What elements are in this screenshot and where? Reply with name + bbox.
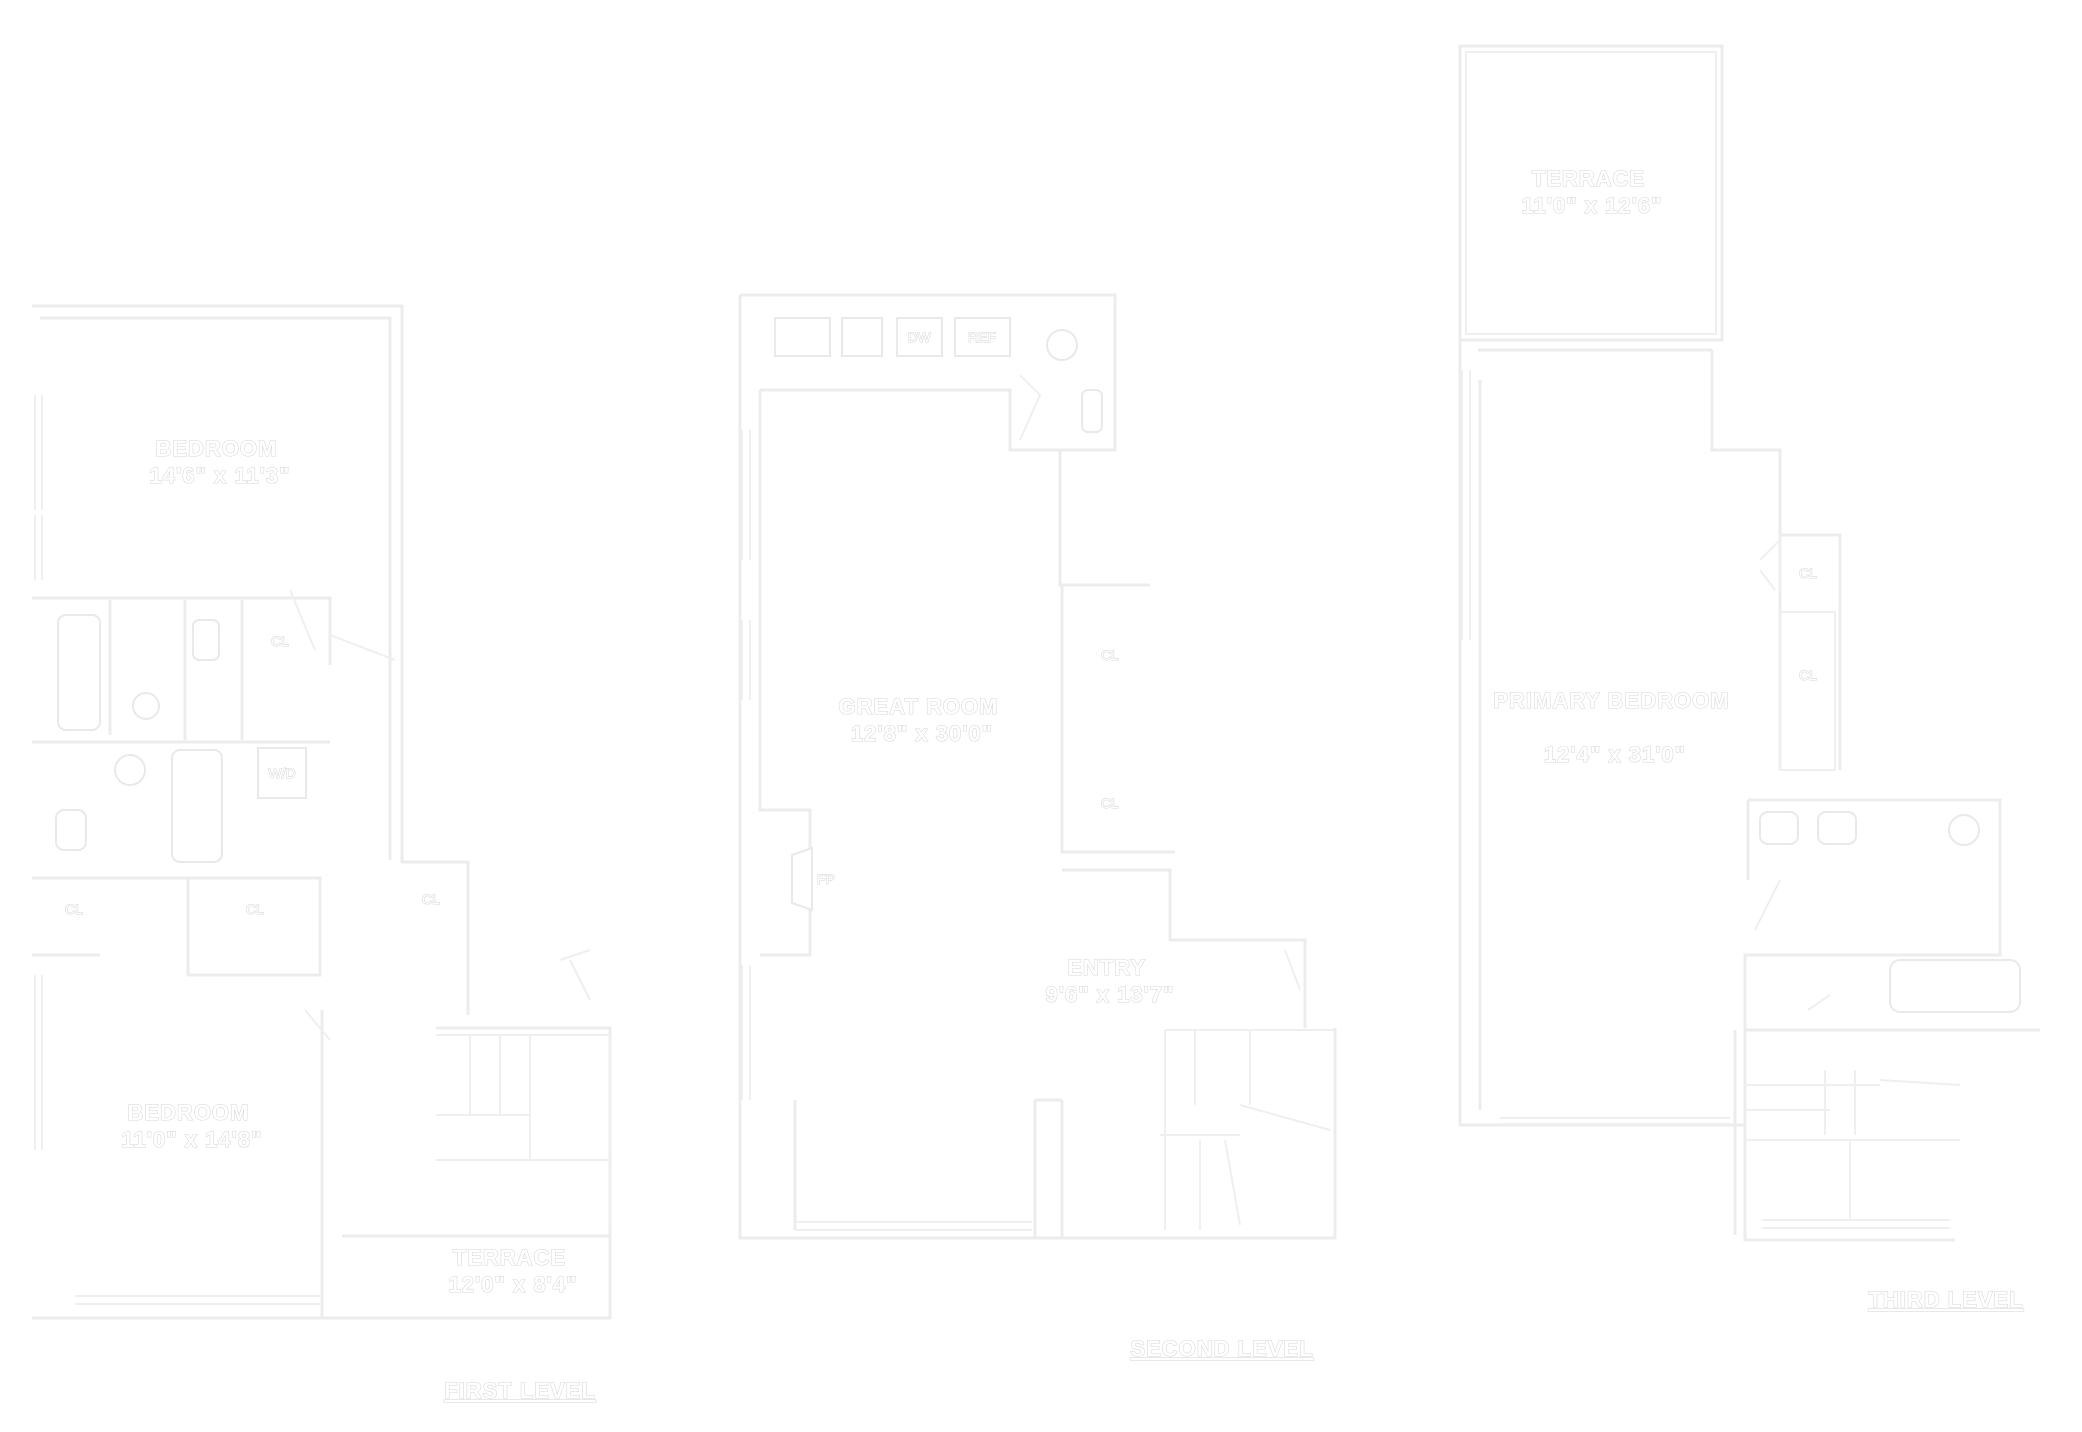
entry-dims: 9'6" x 13'7" (1046, 982, 1175, 1007)
second-level-label: SECOND LEVEL (1130, 1336, 1313, 1361)
closet-label-7: CL (1799, 565, 1817, 581)
refrigerator-label: REF (968, 329, 996, 345)
dishwasher-label: DW (907, 329, 931, 345)
bedroom-1-name: BEDROOM (155, 436, 277, 461)
terrace-3-label: TERRACE 11'0" x 12'6" (1522, 166, 1663, 218)
third-level-plan (1458, 44, 2040, 1242)
terrace-1-label: TERRACE 12'0" x 8'4" (449, 1245, 578, 1297)
closet-label-5: CL (1101, 647, 1119, 663)
great-room-label: GREAT ROOM 12'8" x 30'0" (838, 694, 1005, 746)
second-level-plan (738, 293, 1337, 1240)
closet-label-3: CL (246, 901, 264, 917)
dishwasher (896, 317, 943, 357)
primary-bedroom-label: PRIMARY BEDROOM 12'4" x 31'0" (1493, 688, 1736, 767)
closet-label-4: CL (422, 891, 440, 907)
toilet-4 (1948, 814, 1980, 846)
refrigerator (954, 317, 1011, 357)
closet-label-1: CL (271, 633, 289, 649)
double-sink-left (1759, 811, 1799, 845)
double-sink-right (1817, 811, 1857, 845)
bedroom-1-dims: 14'6" x 11'3" (150, 463, 291, 488)
closet-label-6: CL (1101, 795, 1119, 811)
washer-dryer-label: W/D (268, 765, 295, 781)
sink-1 (192, 619, 220, 661)
closet-label-8: CL (1799, 667, 1817, 683)
entry-label: ENTRY 9'6" x 13'7" (1046, 955, 1175, 1007)
terrace-3-dims: 11'0" x 12'6" (1522, 193, 1663, 218)
first-level-plan (32, 304, 612, 1320)
third-level-label: THIRD LEVEL (1868, 1287, 2023, 1312)
bedroom-2-name: BEDROOM (127, 1100, 249, 1125)
great-room-dims: 12'8" x 30'0" (851, 721, 993, 746)
closet-label-2: CL (65, 901, 83, 917)
entry-name: ENTRY (1067, 955, 1145, 980)
bathtub-2 (171, 749, 223, 863)
fireplace (791, 846, 813, 912)
sink-2 (55, 809, 87, 851)
primary-bedroom-dims: 12'4" x 31'0" (1544, 742, 1686, 767)
terrace-1-dims: 12'0" x 8'4" (449, 1272, 578, 1297)
primary-bedroom-name: PRIMARY BEDROOM (1493, 688, 1729, 713)
bathtub-1 (57, 614, 101, 731)
fireplace-label: FP (817, 871, 835, 887)
bedroom-1-label: BEDROOM 14'6" x 11'3" (150, 436, 291, 488)
terrace-3-name: TERRACE (1532, 166, 1645, 191)
first-level-label: FIRST LEVEL (444, 1378, 596, 1403)
sink-3 (1081, 389, 1103, 433)
toilet-2 (114, 754, 146, 786)
kitchen-sink (774, 317, 831, 357)
toilet-1 (132, 692, 160, 720)
bathtub-3 (1889, 959, 2021, 1013)
bedroom-2-label: BEDROOM 11'0" x 14'8" (122, 1100, 263, 1152)
great-room-name: GREAT ROOM (838, 694, 998, 719)
washer-dryer (257, 747, 307, 799)
range (841, 317, 883, 357)
terrace-1-name: TERRACE (453, 1245, 566, 1270)
bedroom-2-dims: 11'0" x 14'8" (122, 1127, 263, 1152)
toilet-3 (1046, 329, 1078, 361)
